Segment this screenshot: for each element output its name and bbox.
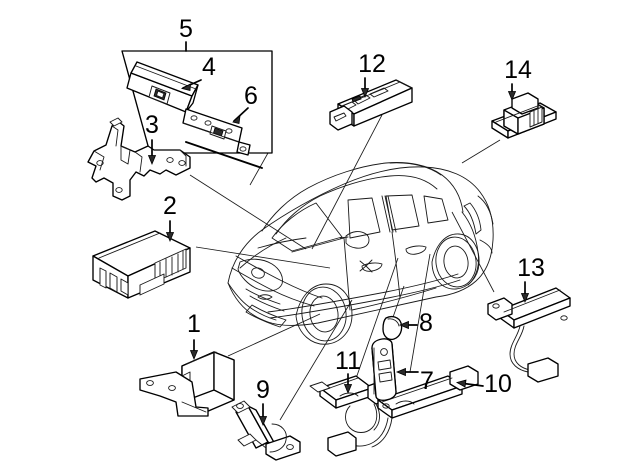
callout-arrowhead-6 [232, 115, 241, 124]
callout-label-12: 12 [358, 50, 386, 78]
part-6-antenna-mounting-plate [182, 108, 263, 169]
callout-arrowhead-1 [189, 350, 199, 361]
part-1-control-module-with-bracket [139, 351, 235, 417]
callout-label-10: 10 [484, 370, 512, 398]
leader-part-14-to-car [461, 139, 501, 164]
callout-label-13: 13 [517, 254, 545, 282]
part-5-detail-inset-panel [121, 50, 273, 154]
callout-label-2: 2 [163, 192, 177, 220]
leader-part-2-to-car [195, 246, 331, 269]
leader-part-11-to-car [351, 257, 399, 391]
callout-label-4: 4 [202, 53, 216, 81]
part-7-remote-key-fob [371, 338, 397, 401]
part-13-luggage-antenna [487, 287, 571, 383]
callout-arrowhead-2 [165, 232, 175, 243]
callout-arrowhead-13 [520, 293, 530, 304]
callout-arrowhead-12 [360, 88, 370, 99]
leader-part-5-to-car [249, 152, 269, 186]
callout-arrowhead-3 [147, 155, 157, 166]
callout-arrowhead-7 [395, 367, 406, 377]
callout-label-7: 7 [420, 367, 434, 395]
callout-arrowhead-9 [258, 416, 268, 427]
callout-label-11: 11 [335, 347, 361, 375]
callout-arrows-group [147, 41, 530, 427]
callout-label-5: 5 [179, 15, 193, 43]
part-3-mounting-bracket [87, 117, 191, 201]
callout-label-6: 6 [244, 82, 258, 110]
leader-lines-group [189, 114, 501, 421]
part-8-emblem-cap [382, 315, 403, 341]
leader-part-8-to-car [391, 285, 405, 321]
callout-labels-group: 1 2 3 4 5 6 7 8 9 10 11 12 13 14 [145, 15, 545, 404]
part-2-electronic-control-unit [92, 230, 191, 299]
leader-part-1-to-car [227, 313, 321, 357]
callout-label-9: 9 [256, 376, 270, 404]
callout-arrowhead-14 [507, 91, 517, 102]
leader-part-13-to-car [451, 211, 495, 293]
part-14-request-switch-sensor [491, 92, 557, 139]
part-12-door-handle-antenna-module [329, 79, 413, 131]
leader-part-10-to-car [409, 253, 431, 373]
leader-part-9-to-car [279, 299, 353, 421]
callout-arrowhead-4 [180, 83, 191, 92]
leader-part-12-to-car [311, 114, 383, 250]
callout-label-8: 8 [419, 309, 433, 337]
callout-label-3: 3 [145, 111, 159, 139]
callout-arrowhead-10 [455, 379, 467, 388]
leader-part-3-to-car [189, 174, 307, 250]
callout-label-1: 1 [187, 310, 201, 338]
part-9-interior-antenna-short [231, 400, 301, 461]
callout-label-14: 14 [504, 56, 532, 84]
part-10-interior-antenna-center [327, 365, 479, 457]
vehicle-outline [227, 162, 494, 345]
callout-arrowhead-8 [398, 320, 409, 330]
part-4-roof-antenna-unit [126, 61, 199, 113]
callout-arrowhead-11 [343, 384, 353, 395]
